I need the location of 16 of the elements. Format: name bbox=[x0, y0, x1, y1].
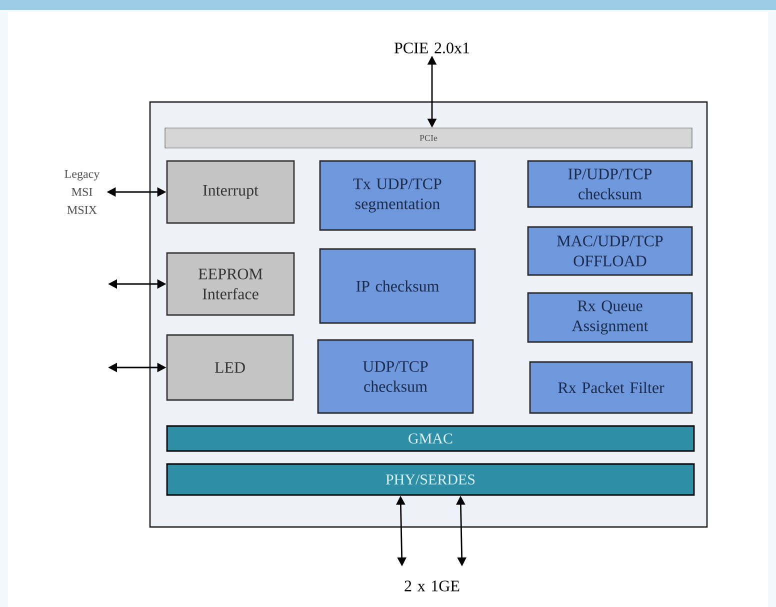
port-label: 2 x 1GE bbox=[404, 580, 460, 592]
bus-bar: GMAC bbox=[166, 425, 695, 452]
function-box: IP/UDP/TCP checksum bbox=[527, 160, 693, 208]
bus-bar: PHY/SERDES bbox=[166, 463, 695, 496]
function-box: Rx Packet Filter bbox=[529, 361, 693, 414]
interface-box: EEPROM Interface bbox=[166, 252, 295, 316]
port-label: Legacy MSI MSIX bbox=[64, 170, 100, 214]
port-label: PCIE 2.0x1 bbox=[394, 42, 470, 54]
function-box: Rx Queue Assignment bbox=[527, 292, 693, 343]
interface-box: LED bbox=[166, 334, 294, 401]
bus-bar: PCIe bbox=[164, 128, 692, 148]
function-box: MAC/UDP/TCP OFFLOAD bbox=[527, 226, 693, 276]
function-box: IP checksum bbox=[319, 248, 476, 324]
function-box: Tx UDP/TCP segmentation bbox=[319, 160, 476, 231]
function-box: UDP/TCP checksum bbox=[317, 339, 474, 414]
interface-box: Interrupt bbox=[166, 160, 295, 224]
